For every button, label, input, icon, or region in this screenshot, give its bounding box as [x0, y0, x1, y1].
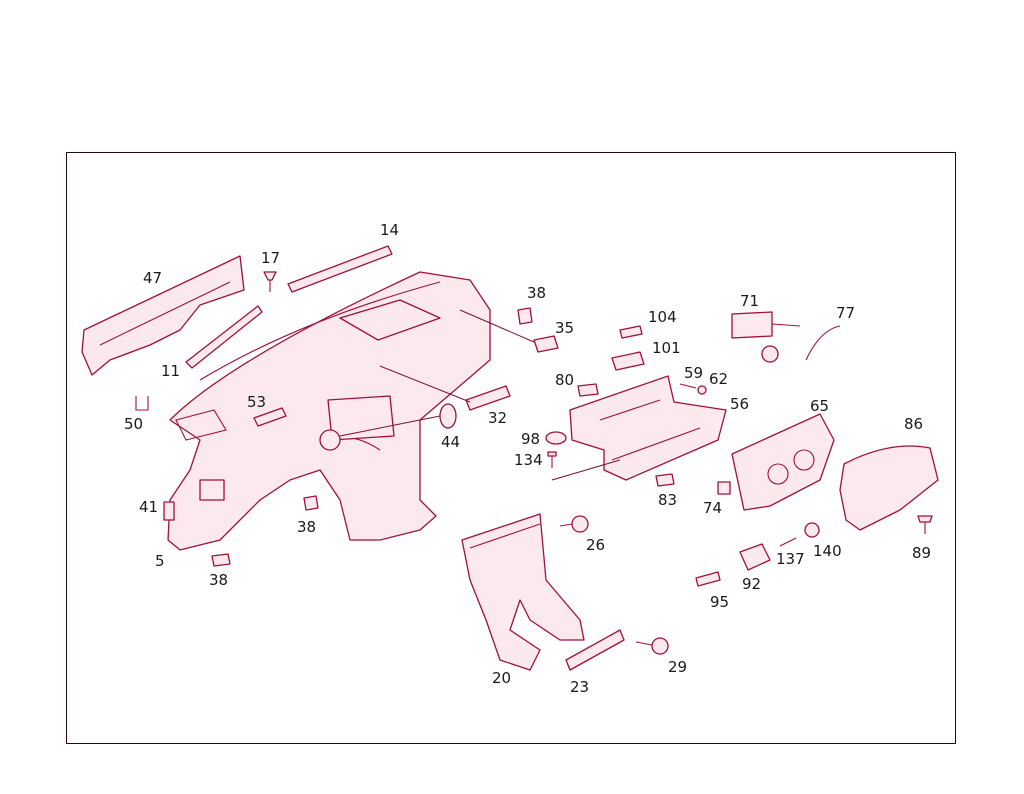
- diagram-frame: [66, 152, 956, 744]
- callout-53: 53: [247, 393, 266, 411]
- callout-86: 86: [904, 415, 923, 433]
- callout-41: 41: [139, 498, 158, 516]
- part-86-glovebox-lid: [839, 445, 939, 531]
- part-38-clip-lower: [211, 553, 231, 567]
- callout-77: 77: [836, 304, 855, 322]
- callout-11: 11: [161, 362, 180, 380]
- part-20-console-bracket: [461, 513, 585, 671]
- callout-134: 134: [514, 451, 543, 469]
- part-89-screw: [917, 515, 933, 534]
- callout-17: 17: [261, 249, 280, 267]
- callout-137: 137: [776, 550, 805, 568]
- callout-44: 44: [441, 433, 460, 451]
- part-92-knob: [739, 543, 771, 571]
- part-44-ring: [439, 403, 457, 429]
- part-101-lamp: [611, 351, 645, 371]
- callout-95: 95: [710, 593, 729, 611]
- callout-38-lower: 38: [209, 571, 228, 589]
- callout-26: 26: [586, 536, 605, 554]
- part-71-lock-cylinder: [731, 311, 801, 363]
- callout-80: 80: [555, 371, 574, 389]
- part-137-screw: [779, 537, 797, 547]
- callout-83: 83: [658, 491, 677, 509]
- part-17-clip: [263, 271, 277, 292]
- part-14-windshield-trim: [287, 245, 393, 293]
- callout-65: 65: [810, 397, 829, 415]
- callout-59: 59: [684, 364, 703, 382]
- part-134-screw: [547, 451, 557, 468]
- callout-92: 92: [742, 575, 761, 593]
- part-5-dashboard-carrier: [167, 271, 491, 551]
- callout-35: 35: [555, 319, 574, 337]
- part-83-clip: [655, 473, 675, 487]
- part-50-clip: [135, 396, 149, 411]
- callout-47: 47: [143, 269, 162, 287]
- part-77-rod: [805, 325, 841, 361]
- callout-38-upper: 38: [527, 284, 546, 302]
- callout-14: 14: [380, 221, 399, 239]
- part-95-screw: [695, 571, 721, 587]
- callout-140: 140: [813, 542, 842, 560]
- part-80-latch: [577, 383, 599, 397]
- part-59-screw: [679, 383, 697, 389]
- callout-71: 71: [740, 292, 759, 310]
- callout-5: 5: [155, 552, 165, 570]
- part-74-clip: [717, 481, 731, 495]
- part-140-cap: [804, 522, 820, 538]
- part-35-switch: [533, 335, 559, 353]
- part-38-clip-upper: [517, 307, 533, 325]
- callout-50: 50: [124, 415, 143, 433]
- part-38-clip-middle: [303, 495, 319, 511]
- part-29-screw: [635, 637, 669, 655]
- part-26-screw: [559, 515, 589, 533]
- part-41-clip: [163, 501, 175, 521]
- part-11-defroster-duct: [185, 305, 263, 369]
- callout-101: 101: [652, 339, 681, 357]
- part-104-bulb: [619, 325, 643, 339]
- part-53-vent: [253, 407, 287, 427]
- part-23-cross-bar: [565, 629, 625, 671]
- callout-98: 98: [521, 430, 540, 448]
- callout-20: 20: [492, 669, 511, 687]
- callout-89: 89: [912, 544, 931, 562]
- callout-56: 56: [730, 395, 749, 413]
- part-62-nut: [697, 385, 707, 395]
- callout-104: 104: [648, 308, 677, 326]
- part-32-vent: [465, 385, 511, 411]
- callout-32: 32: [488, 409, 507, 427]
- callout-29: 29: [668, 658, 687, 676]
- callout-23: 23: [570, 678, 589, 696]
- callout-62: 62: [709, 370, 728, 388]
- callout-74: 74: [703, 499, 722, 517]
- part-98-cap: [545, 431, 567, 445]
- callout-38-middle: 38: [297, 518, 316, 536]
- part-65-cover-frame: [731, 413, 835, 511]
- part-47-insulation-panel: [81, 255, 245, 376]
- part-56-glovebox: [569, 375, 727, 481]
